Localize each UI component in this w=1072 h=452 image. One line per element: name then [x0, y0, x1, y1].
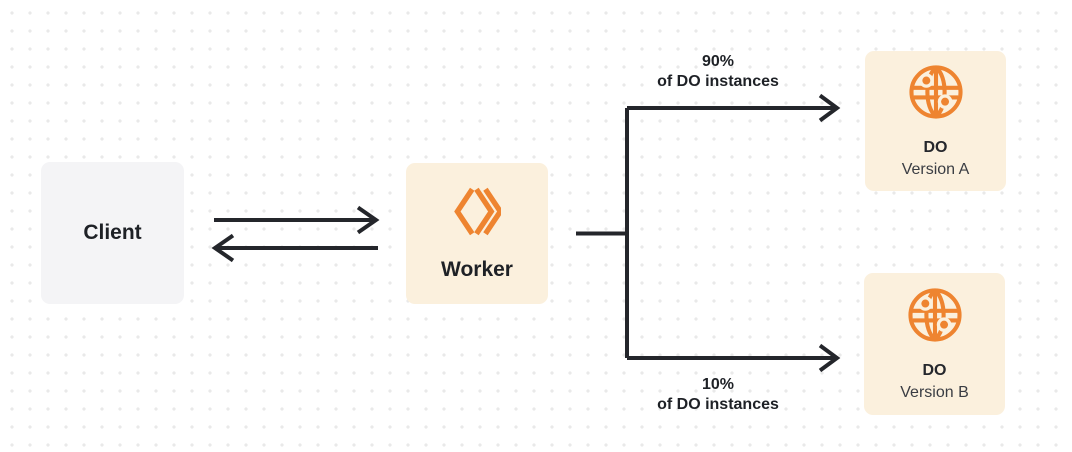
node-client: Client	[41, 162, 184, 304]
edge-label-line1: 90%	[701, 53, 735, 70]
branch-line-worker	[576, 108, 629, 358]
do-b-subtitle: Version B	[900, 383, 969, 401]
client-label: Client	[83, 221, 142, 244]
durable-object-globe-icon	[907, 63, 965, 121]
edge-label-line2: of DO instances	[657, 395, 779, 413]
edge-label-10-percent: 10% of DO instances	[598, 375, 838, 414]
node-do-version-a: DO Version A	[865, 51, 1006, 191]
arrow-to-do-version-b	[627, 343, 841, 373]
do-a-subtitle: Version A	[901, 160, 970, 178]
node-do-version-b: DO Version B	[864, 273, 1005, 415]
do-a-title: DO	[923, 139, 948, 157]
cloudflare-workers-icon	[453, 185, 501, 238]
arrow-to-do-version-a	[627, 93, 841, 123]
edge-label-90-percent: 90% of DO instances	[598, 52, 838, 91]
edge-label-line2: of DO instances	[657, 72, 779, 90]
edge-label-line1: 10%	[701, 376, 735, 393]
durable-object-globe-icon	[906, 286, 964, 344]
arrow-client-to-worker	[214, 205, 380, 235]
arrow-worker-to-client	[211, 233, 378, 263]
worker-label: Worker	[441, 258, 513, 281]
do-b-title: DO	[922, 362, 947, 380]
node-worker: Worker	[406, 163, 548, 304]
